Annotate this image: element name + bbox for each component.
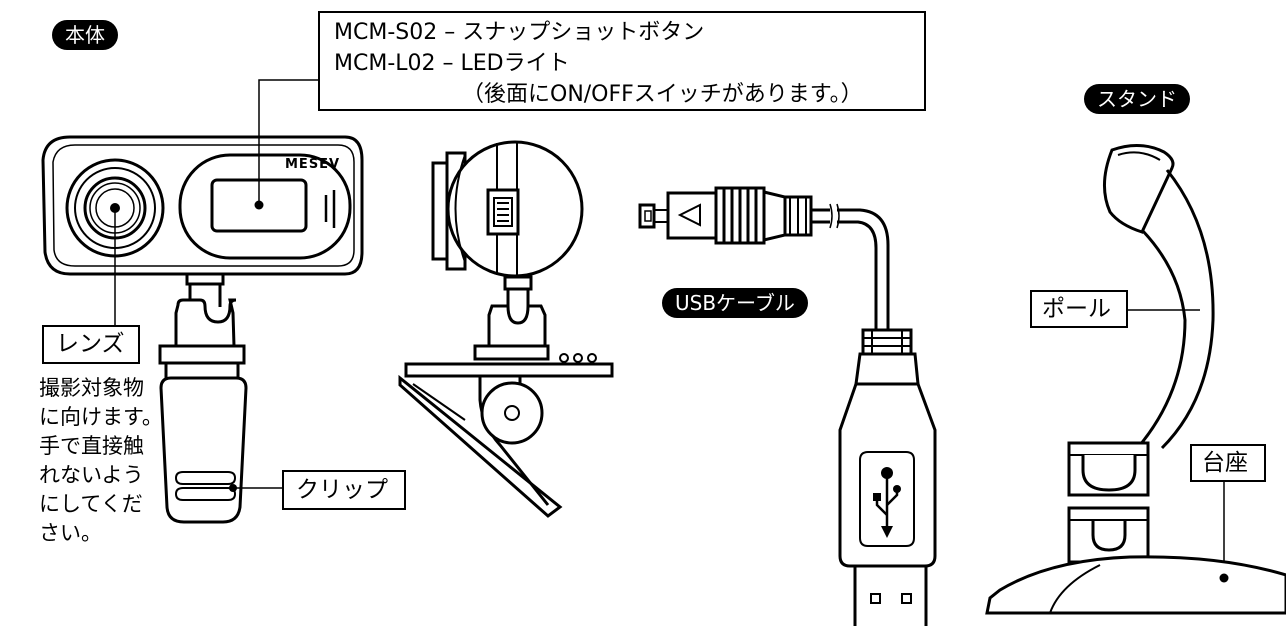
camera-side: [400, 142, 612, 516]
lens-note: 撮影対象物 に向けます。 手で直接触 れないよう にしてくだ さい。: [39, 374, 163, 548]
model-line-3: （後面にON/OFFスイッチがあります。）: [462, 82, 863, 107]
camera-front: [43, 137, 362, 522]
brand-logo: MESEV: [285, 157, 341, 172]
model-line-1: MCM-S02 – スナップショットボタン: [334, 20, 705, 45]
stand: [987, 145, 1286, 613]
base-callout: 台座: [1190, 444, 1266, 482]
lens-note-line: さい。: [39, 521, 102, 545]
lens-note-line: 撮影対象物: [39, 376, 144, 400]
lens-note-line: にしてくだ: [39, 492, 143, 516]
usb-cable: [640, 188, 935, 626]
model-callout: MCM-S02 – スナップショットボタン MCM-L02 – LEDライト （…: [318, 11, 926, 111]
lens-callout: レンズ: [42, 325, 140, 364]
stand-label: スタンド: [1084, 84, 1190, 114]
lens-note-line: に向けます。: [39, 405, 163, 429]
clip-callout: クリップ: [282, 470, 406, 510]
usb-cable-label: USBケーブル: [662, 288, 808, 318]
body-label: 本体: [52, 20, 118, 50]
usb-symbol-icon: [873, 467, 901, 538]
pole-callout: ポール: [1030, 290, 1128, 328]
lens-note-line: 手で直接触: [39, 434, 144, 458]
model-line-2: MCM-L02 – LEDライト: [334, 51, 570, 76]
lens-note-line: れないよう: [39, 463, 144, 487]
